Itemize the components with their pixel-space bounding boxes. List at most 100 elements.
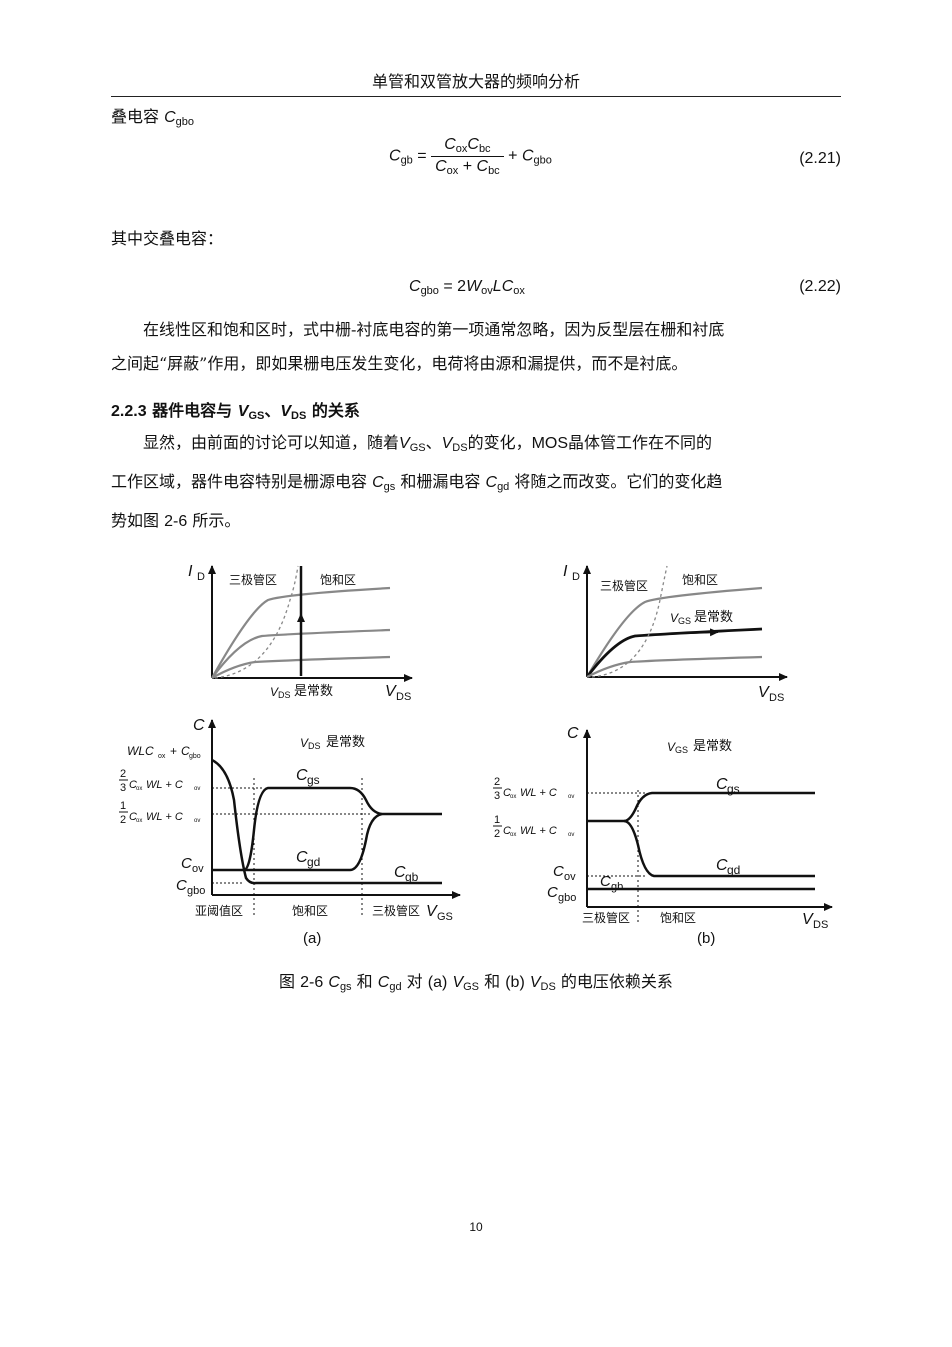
svg-text:饱和区: 饱和区 [682,572,718,587]
svg-text:C: C [503,787,511,799]
svg-text:饱和区: 饱和区 [660,910,696,925]
svg-text:V: V [667,740,676,754]
svg-text:C: C [176,877,187,894]
svg-text:V: V [758,684,770,701]
svg-text:WL + C: WL + C [520,825,557,837]
svg-text:3: 3 [494,790,500,802]
svg-text:是常数: 是常数 [694,609,733,624]
plot-id-vds-left: I D 三极管区 饱和区 V DS 是常数 V DS [188,563,413,703]
svg-text:WL + C: WL + C [146,811,183,823]
svg-text:C: C [296,767,308,784]
svg-text:WLC: WLC [127,744,154,758]
equation-2-21: Cgb = CoxCbc Cox + Cbc + Cgbo (2.21) [389,136,841,177]
plot-id-vds-right: I D 三极管区 饱和区 V GS 是常数 V DS [563,563,788,704]
cgb-curve [211,758,442,885]
svg-text:三极管区: 三极管区 [582,910,630,925]
svg-text:(b): (b) [697,930,715,947]
svg-text:C: C [181,855,192,872]
svg-text:V: V [270,685,279,699]
overlap-intro: 其中交叠电容： [111,229,224,248]
svg-text:1: 1 [494,814,500,826]
svg-text:C: C [716,857,728,874]
svg-text:三极管区: 三极管区 [372,903,420,918]
svg-text:2: 2 [120,768,126,780]
svg-text:DS: DS [813,919,828,931]
paragraph-trend: 显然，由前面的讨论可以知道，随着VGS、VDS的变化，MOS晶体管工作在不同的 … [111,433,723,530]
svg-text:C: C [553,863,564,880]
svg-text:V: V [426,903,438,920]
svg-text:ov: ov [568,794,574,800]
svg-text:C: C [567,725,579,742]
svg-text:I: I [563,563,568,580]
svg-text:DS: DS [278,690,291,700]
svg-text:gs: gs [727,782,740,796]
svg-text:C: C [193,717,205,734]
id-curve-mid [211,628,391,679]
svg-text:C: C [129,779,137,791]
plot-c-vds: C 2 3 C ox WL + C ov 1 2 C ox WL + C ov … [493,725,833,947]
svg-text:ox: ox [136,786,142,792]
svg-text:饱和区: 饱和区 [292,903,328,918]
svg-text:D: D [572,571,580,583]
svg-text:+: + [170,744,177,758]
id-curve-high [586,586,763,678]
svg-text:1: 1 [120,800,126,812]
svg-text:C: C [129,811,137,823]
paragraph-shielding: 在线性区和饱和区时，式中栅-衬底电容的第一项通常忽略，因为反型层在栅和衬底 之间… [111,320,725,373]
svg-text:gd: gd [307,855,320,869]
running-header: 单管和双管放大器的频响分析 [111,68,841,97]
svg-text:C: C [296,849,308,866]
svg-text:饱和区: 饱和区 [320,572,356,587]
svg-text:gbo: gbo [558,892,576,904]
svg-text:三极管区: 三极管区 [600,578,648,593]
id-curve-low [211,655,391,679]
svg-text:C: C [394,864,406,881]
saturation-boundary [214,565,299,679]
svg-text:ox: ox [510,794,516,800]
svg-text:是常数: 是常数 [693,738,732,753]
page-number: 10 [469,1220,483,1234]
svg-text:C: C [547,884,558,901]
vgs-const-arrow [689,628,719,637]
svg-text:2: 2 [494,828,500,840]
svg-text:ox: ox [510,832,516,838]
svg-text:ov: ov [194,786,200,792]
svg-text:ov: ov [564,871,576,883]
svg-text:(a): (a) [303,930,321,947]
svg-text:DS: DS [396,691,411,703]
svg-text:GS: GS [678,616,691,626]
svg-text:C: C [600,873,611,890]
svg-text:ov: ov [194,818,200,824]
svg-text:2: 2 [120,814,126,826]
svg-text:WL + C: WL + C [520,787,557,799]
svg-text:V: V [802,911,814,928]
svg-text:是常数: 是常数 [294,683,333,698]
svg-text:ov: ov [568,832,574,838]
svg-text:gbo: gbo [189,753,201,760]
svg-text:ox: ox [158,753,166,760]
svg-text:3: 3 [120,782,126,794]
svg-text:GS: GS [437,911,453,923]
svg-text:GS: GS [675,745,688,755]
section-heading: 2.2.3 器件电容与 VGS、VDS 的关系 [111,401,360,422]
svg-text:C: C [181,744,190,758]
svg-text:gb: gb [611,881,623,893]
svg-text:gbo: gbo [187,885,205,897]
svg-text:是常数: 是常数 [326,734,365,749]
svg-text:gd: gd [727,863,740,877]
id-curve-low [586,655,763,678]
svg-text:DS: DS [769,692,784,704]
id-curve-high [211,586,391,679]
svg-text:D: D [197,571,205,583]
svg-text:2: 2 [494,776,500,788]
svg-text:C: C [503,825,511,837]
plot-c-vgs: C WLC ox + C gbo 2 3 C ox WL + C ov 1 2 … [119,717,461,947]
svg-text:V: V [300,736,309,750]
svg-text:亚阈值区: 亚阈值区 [195,903,243,918]
svg-text:I: I [188,563,193,580]
svg-text:ox: ox [136,818,142,824]
svg-text:DS: DS [308,741,321,751]
cgs-curve [212,786,442,872]
svg-text:gs: gs [307,773,320,787]
